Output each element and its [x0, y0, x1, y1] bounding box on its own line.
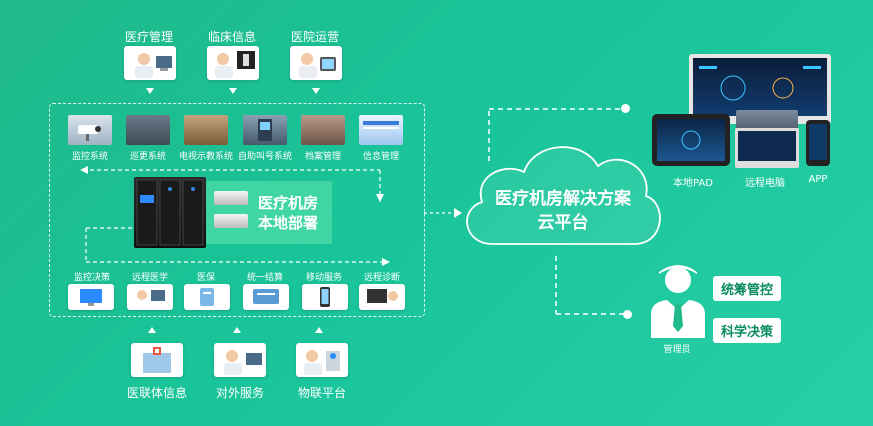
lower-connector-lines: [85, 227, 390, 266]
server-unit-icon: [214, 191, 248, 205]
local-system-frame: [49, 103, 425, 317]
source-label-external-service: 对外服务: [215, 386, 264, 400]
remote-diagnosis-image: [359, 284, 405, 310]
mobile-service-image: [302, 284, 348, 310]
remote-medicine-image: [127, 284, 173, 310]
hospital-alliance-image: [131, 343, 183, 377]
settlement-image: [243, 284, 289, 310]
admin-tag-scientific-decision: 科学决策: [713, 318, 782, 343]
arrow-down-icon: [229, 88, 237, 94]
patrol-image: [126, 115, 170, 145]
device-label-pad: 本地PAD: [673, 178, 713, 189]
system-label-archive: 档案管理: [304, 152, 341, 162]
info-management-image: [359, 115, 403, 145]
server-unit-icon: [214, 214, 248, 228]
center-title-line1: 医疗机房: [258, 194, 319, 212]
system-label-info: 信息管理: [362, 152, 399, 162]
source-label-iot-platform: 物联平台: [297, 386, 346, 400]
doctor-computer-image: [124, 46, 176, 80]
monitor-decision-image: [68, 284, 114, 310]
arrow-down-icon: [312, 88, 320, 94]
arrow-down-icon: [146, 88, 154, 94]
connector-dot: [623, 310, 632, 319]
system-label-monitoring: 监控系统: [71, 152, 108, 162]
arrow-up-icon: [233, 327, 241, 333]
system-label-settlement: 统一结算: [246, 273, 283, 283]
arrow-up-icon: [148, 327, 156, 333]
desktop-monitor-image: [735, 128, 799, 168]
arrow-up-icon: [315, 327, 323, 333]
admin-label: 管理员: [663, 345, 691, 355]
cloud-to-admin-connector: [555, 256, 624, 315]
device-label-app: APP: [808, 174, 828, 185]
admin-tag-overall-control: 统筹管控: [713, 276, 782, 301]
large-monitor-image: [689, 54, 831, 124]
cloud-title-line2: 云平台: [537, 213, 589, 233]
system-label-insurance: 医保: [196, 273, 215, 283]
teaching-room-image: [184, 115, 228, 145]
doctor-tablet-image: [290, 46, 342, 80]
system-label-queue: 自助叫号系统: [237, 152, 292, 162]
role-label-hospital-operation: 医院运营: [290, 30, 339, 44]
external-service-image: [214, 343, 266, 377]
cloud-to-devices-connector: [488, 108, 623, 161]
server-rack-image: [134, 177, 206, 248]
connector-dot: [621, 104, 630, 113]
queue-kiosk-image: [243, 115, 287, 145]
cloud-shape: [466, 146, 661, 245]
iot-platform-image: [296, 343, 348, 377]
role-label-clinical-info: 临床信息: [207, 30, 256, 44]
pad-device-image: [652, 114, 730, 166]
monitor-camera-image: [68, 115, 112, 145]
system-label-remote-diagnosis: 远程诊断: [363, 273, 400, 283]
frame-to-cloud-connector: [424, 208, 462, 218]
center-title-line2: 本地部署: [258, 214, 319, 232]
system-label-mobile-service: 移动服务: [305, 273, 342, 283]
system-label-remote-medicine: 远程医学: [131, 273, 168, 283]
archive-image: [301, 115, 345, 145]
system-label-monitor-decision: 监控决策: [73, 273, 110, 283]
admin-person-icon: [651, 265, 705, 338]
cloud-title-line1: 医疗机房解决方案: [495, 189, 631, 209]
system-label-patrol: 巡更系统: [129, 152, 166, 162]
system-label-teaching: 电视示教系统: [178, 152, 233, 162]
insurance-image: [184, 284, 230, 310]
source-label-hospital-alliance: 医联体信息: [126, 386, 187, 400]
phone-device-image: [806, 120, 830, 166]
device-label-remote-pc: 远程电脑: [745, 178, 785, 189]
upper-connector-lines: [80, 166, 384, 202]
doctor-xray-image: [207, 46, 259, 80]
role-label-medical-management: 医疗管理: [124, 30, 173, 44]
